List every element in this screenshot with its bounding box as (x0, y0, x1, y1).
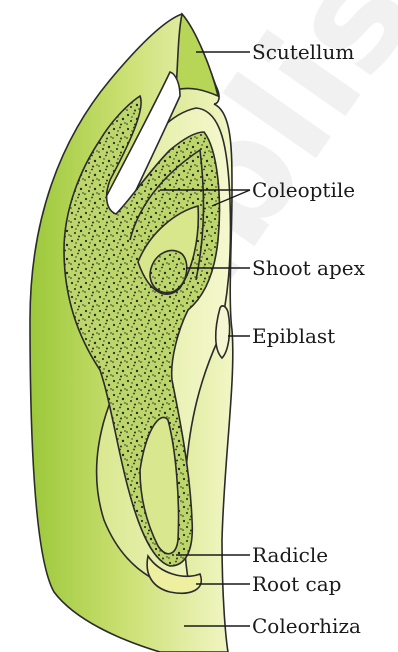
scutellum-tip (176, 14, 218, 96)
label-shoot-apex: Shoot apex (252, 256, 366, 280)
label-coleoptile: Coleoptile (252, 178, 355, 202)
label-scutellum: Scutellum (252, 40, 354, 64)
label-radicle: Radicle (252, 543, 328, 567)
label-coleorhiza: Coleorhiza (252, 614, 361, 638)
label-epiblast: Epiblast (252, 324, 335, 348)
label-root-cap: Root cap (252, 572, 341, 596)
